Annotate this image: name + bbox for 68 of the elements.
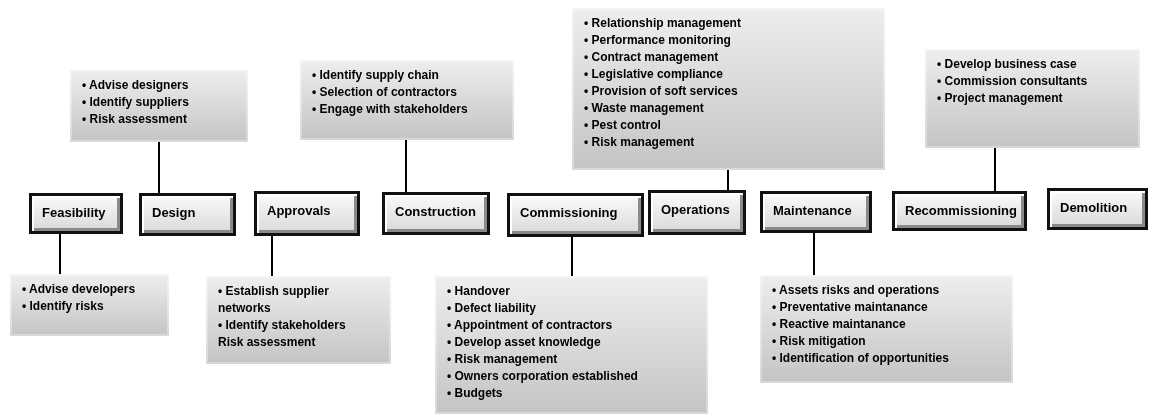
- phase-box: [507, 193, 644, 237]
- list-item: • Identify risks: [22, 298, 105, 315]
- connector-line: [571, 236, 573, 277]
- connector-line: [405, 139, 407, 193]
- list-item: • Identify supply chain: [312, 67, 440, 84]
- list-item: • Provision of soft services: [584, 83, 739, 100]
- list-item: • Relationship management: [584, 15, 742, 32]
- list-item: • Legislative compliance: [584, 66, 724, 83]
- phase-box: [648, 190, 746, 235]
- list-item: • Identify suppliers: [82, 94, 190, 111]
- phase-box: [1047, 188, 1148, 230]
- list-item: • Budgets: [447, 385, 504, 402]
- connector-line: [994, 147, 996, 192]
- task-list-box: [300, 60, 514, 140]
- connector-line: [59, 233, 61, 275]
- list-item: • Performance monitoring: [584, 32, 732, 49]
- list-item: • Risk management: [584, 134, 696, 151]
- list-item: • Identification of opportunities: [772, 350, 950, 367]
- phase-label: Construction: [395, 204, 476, 219]
- phase-box: [760, 191, 872, 233]
- task-list-box: [760, 275, 1013, 383]
- phase-label: Demolition: [1060, 200, 1128, 215]
- connector-line: [727, 169, 729, 191]
- list-item: • Risk management: [447, 351, 559, 368]
- list-item: • Establish supplier networks: [218, 283, 330, 317]
- task-list-box: [925, 49, 1140, 148]
- connector-line: [813, 232, 815, 276]
- phase-box: [139, 193, 236, 236]
- connector-line: [271, 235, 273, 277]
- list-item: • Handover: [447, 283, 511, 300]
- task-list-box: [70, 70, 248, 142]
- phase-label: Commissioning: [520, 205, 618, 220]
- list-item: • Preventative maintanance: [772, 299, 929, 316]
- list-item: • Engage with stakeholders: [312, 101, 469, 118]
- list-item: • Advise designers: [82, 77, 190, 94]
- phase-box: [382, 192, 490, 235]
- phase-box: [892, 191, 1027, 231]
- task-list-box: [206, 276, 391, 364]
- list-item: • Commission consultants: [937, 73, 1089, 90]
- phase-label: Operations: [661, 202, 730, 217]
- list-item: • Contract management: [584, 49, 720, 66]
- list-item: • Project management: [937, 90, 1064, 107]
- phase-label: Design: [152, 205, 196, 220]
- list-item: • Advise developers: [22, 281, 137, 298]
- list-item: • Selection of contractors: [312, 84, 458, 101]
- task-list-box: [10, 274, 169, 336]
- list-item: • Owners corporation established: [447, 368, 639, 385]
- task-list-box: [572, 8, 885, 170]
- list-item: • Reactive maintanance: [772, 316, 907, 333]
- list-item: Risk assessment: [218, 334, 317, 351]
- list-item: • Appointment of contractors: [447, 317, 614, 334]
- list-item: • Identify stakeholders: [218, 317, 347, 334]
- list-item: • Pest control: [584, 117, 662, 134]
- phase-label: Feasibility: [42, 205, 106, 220]
- connector-line: [158, 141, 160, 194]
- task-list-box: [435, 276, 708, 414]
- list-item: • Waste management: [584, 100, 705, 117]
- phase-label: Recommissioning: [905, 203, 1017, 218]
- list-item: • Develop business case: [937, 56, 1078, 73]
- phase-label: Approvals: [267, 203, 331, 218]
- phase-box: [254, 191, 360, 236]
- phase-label: Maintenance: [773, 203, 852, 218]
- list-item: • Assets risks and operations: [772, 282, 941, 299]
- list-item: • Risk assessment: [82, 111, 188, 128]
- list-item: • Risk mitigation: [772, 333, 867, 350]
- list-item: • Develop asset knowledge: [447, 334, 602, 351]
- list-item: • Defect liability: [447, 300, 537, 317]
- phase-box: [29, 193, 123, 234]
